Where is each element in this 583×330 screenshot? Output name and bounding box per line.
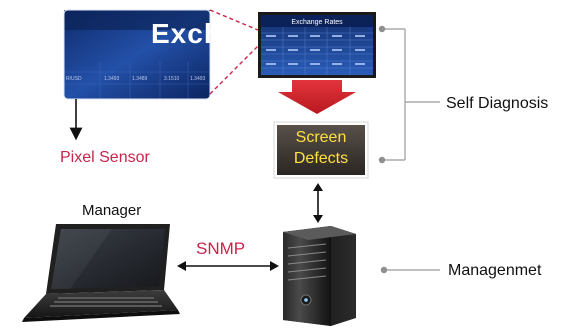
closeup-display xyxy=(63,9,211,100)
ticker-value: 3.1510 xyxy=(164,76,180,82)
zoom-line-bottom xyxy=(209,45,259,95)
self-diagnosis-label: Self Diagnosis xyxy=(446,95,549,112)
self-diagnosis-bracket xyxy=(378,25,440,164)
snmp-arrow xyxy=(177,261,279,271)
exchange-rates-screen xyxy=(258,12,376,78)
server-tower xyxy=(283,226,356,326)
red-down-arrow xyxy=(278,80,356,114)
screen-defects-box xyxy=(273,121,369,179)
defects-server-arrow xyxy=(313,183,323,223)
laptop xyxy=(22,224,180,322)
management-connector xyxy=(380,266,440,274)
zoom-line-top xyxy=(209,9,259,31)
manager-label: Manager xyxy=(82,202,142,219)
screen-defects-line1: Screen xyxy=(295,129,347,146)
ticker-value: R/USD xyxy=(66,76,82,82)
ticker-value: 1.3493 xyxy=(104,76,120,82)
closeup-heading: Exch xyxy=(151,18,222,49)
ticker-value: 1.3489 xyxy=(132,76,148,82)
screen-title: Exchange Rates xyxy=(291,19,343,26)
screen-defects-label: Screen Defects xyxy=(276,127,366,169)
pixel-sensor-label: Pixel Sensor xyxy=(60,149,150,166)
snmp-label: SNMP xyxy=(196,239,246,258)
ticker-value: 1.3493 xyxy=(190,76,206,82)
screen-defects-line2: Defects xyxy=(293,150,349,167)
management-label: Managenmet xyxy=(448,262,542,279)
